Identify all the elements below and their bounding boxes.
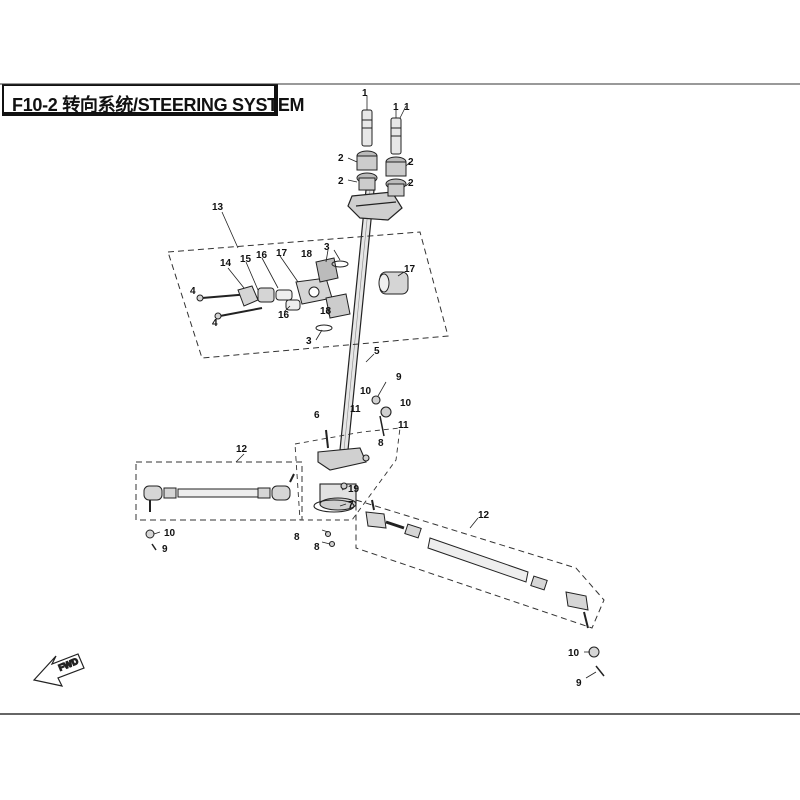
callout-17a: 17 [276,248,288,259]
callout-2c: 2 [338,176,344,187]
callout-16b: 16 [278,310,290,321]
callout-2a: 2 [338,153,344,164]
assembly-13-outline [167,231,449,359]
callout-17b: 17 [404,264,416,275]
callout-8c: 8 [314,542,320,553]
callout-10d: 10 [568,648,580,659]
callout-14: 14 [220,258,232,269]
callout-11b: 11 [398,420,409,431]
callout-12-right: 12 [478,510,490,521]
callout-13: 13 [212,202,224,213]
tie-rod-left-outline [135,461,303,521]
callout-18a: 18 [301,249,313,260]
callout-16a: 16 [256,250,268,261]
callout-10c: 10 [164,528,176,539]
leader-lines [153,96,597,679]
handlebar-bolt-left [356,109,378,191]
tie-rod-left [143,473,295,551]
page-title: F10-2 转向系统/STEERING SYSTEM [12,95,305,115]
callout-7: 7 [348,500,354,511]
callout-3a: 3 [324,242,330,253]
callout-5: 5 [374,346,380,357]
callout-9c: 9 [576,678,582,689]
callout-3b: 3 [306,336,312,347]
lower-steering-column [313,395,392,548]
callout-10a: 10 [360,386,372,397]
callout-4a: 4 [190,286,196,297]
callout-4b: 4 [212,318,218,329]
callout-1b: 1 [393,102,399,113]
shaft-holder-parts [196,257,409,332]
callout-2b: 2 [408,157,414,168]
callout-10b: 10 [400,398,412,409]
callout-8a: 8 [378,438,384,449]
callout-9b: 9 [162,544,168,555]
callout-1a: 1 [362,88,368,99]
callout-labels: 1 1 1 2 2 2 2 13 3 3 18 18 14 15 16 17 1… [162,88,582,689]
callout-19: 19 [348,484,360,495]
callout-18b: 18 [320,306,332,317]
fwd-arrow-icon: FWD [32,653,85,687]
callout-15: 15 [240,254,252,265]
callout-6: 6 [314,410,320,421]
callout-2d: 2 [408,178,414,189]
tie-rod-right [365,499,605,677]
handlebar-bolt-right [385,117,407,197]
callout-11a: 11 [350,404,361,415]
callout-8b: 8 [294,532,300,543]
callout-9a: 9 [396,372,402,383]
callout-12-left: 12 [236,444,248,455]
title-box: F10-2 转向系统/STEERING SYSTEM [2,84,305,116]
tie-rod-right-outline [355,499,605,629]
callout-1c: 1 [404,102,410,113]
